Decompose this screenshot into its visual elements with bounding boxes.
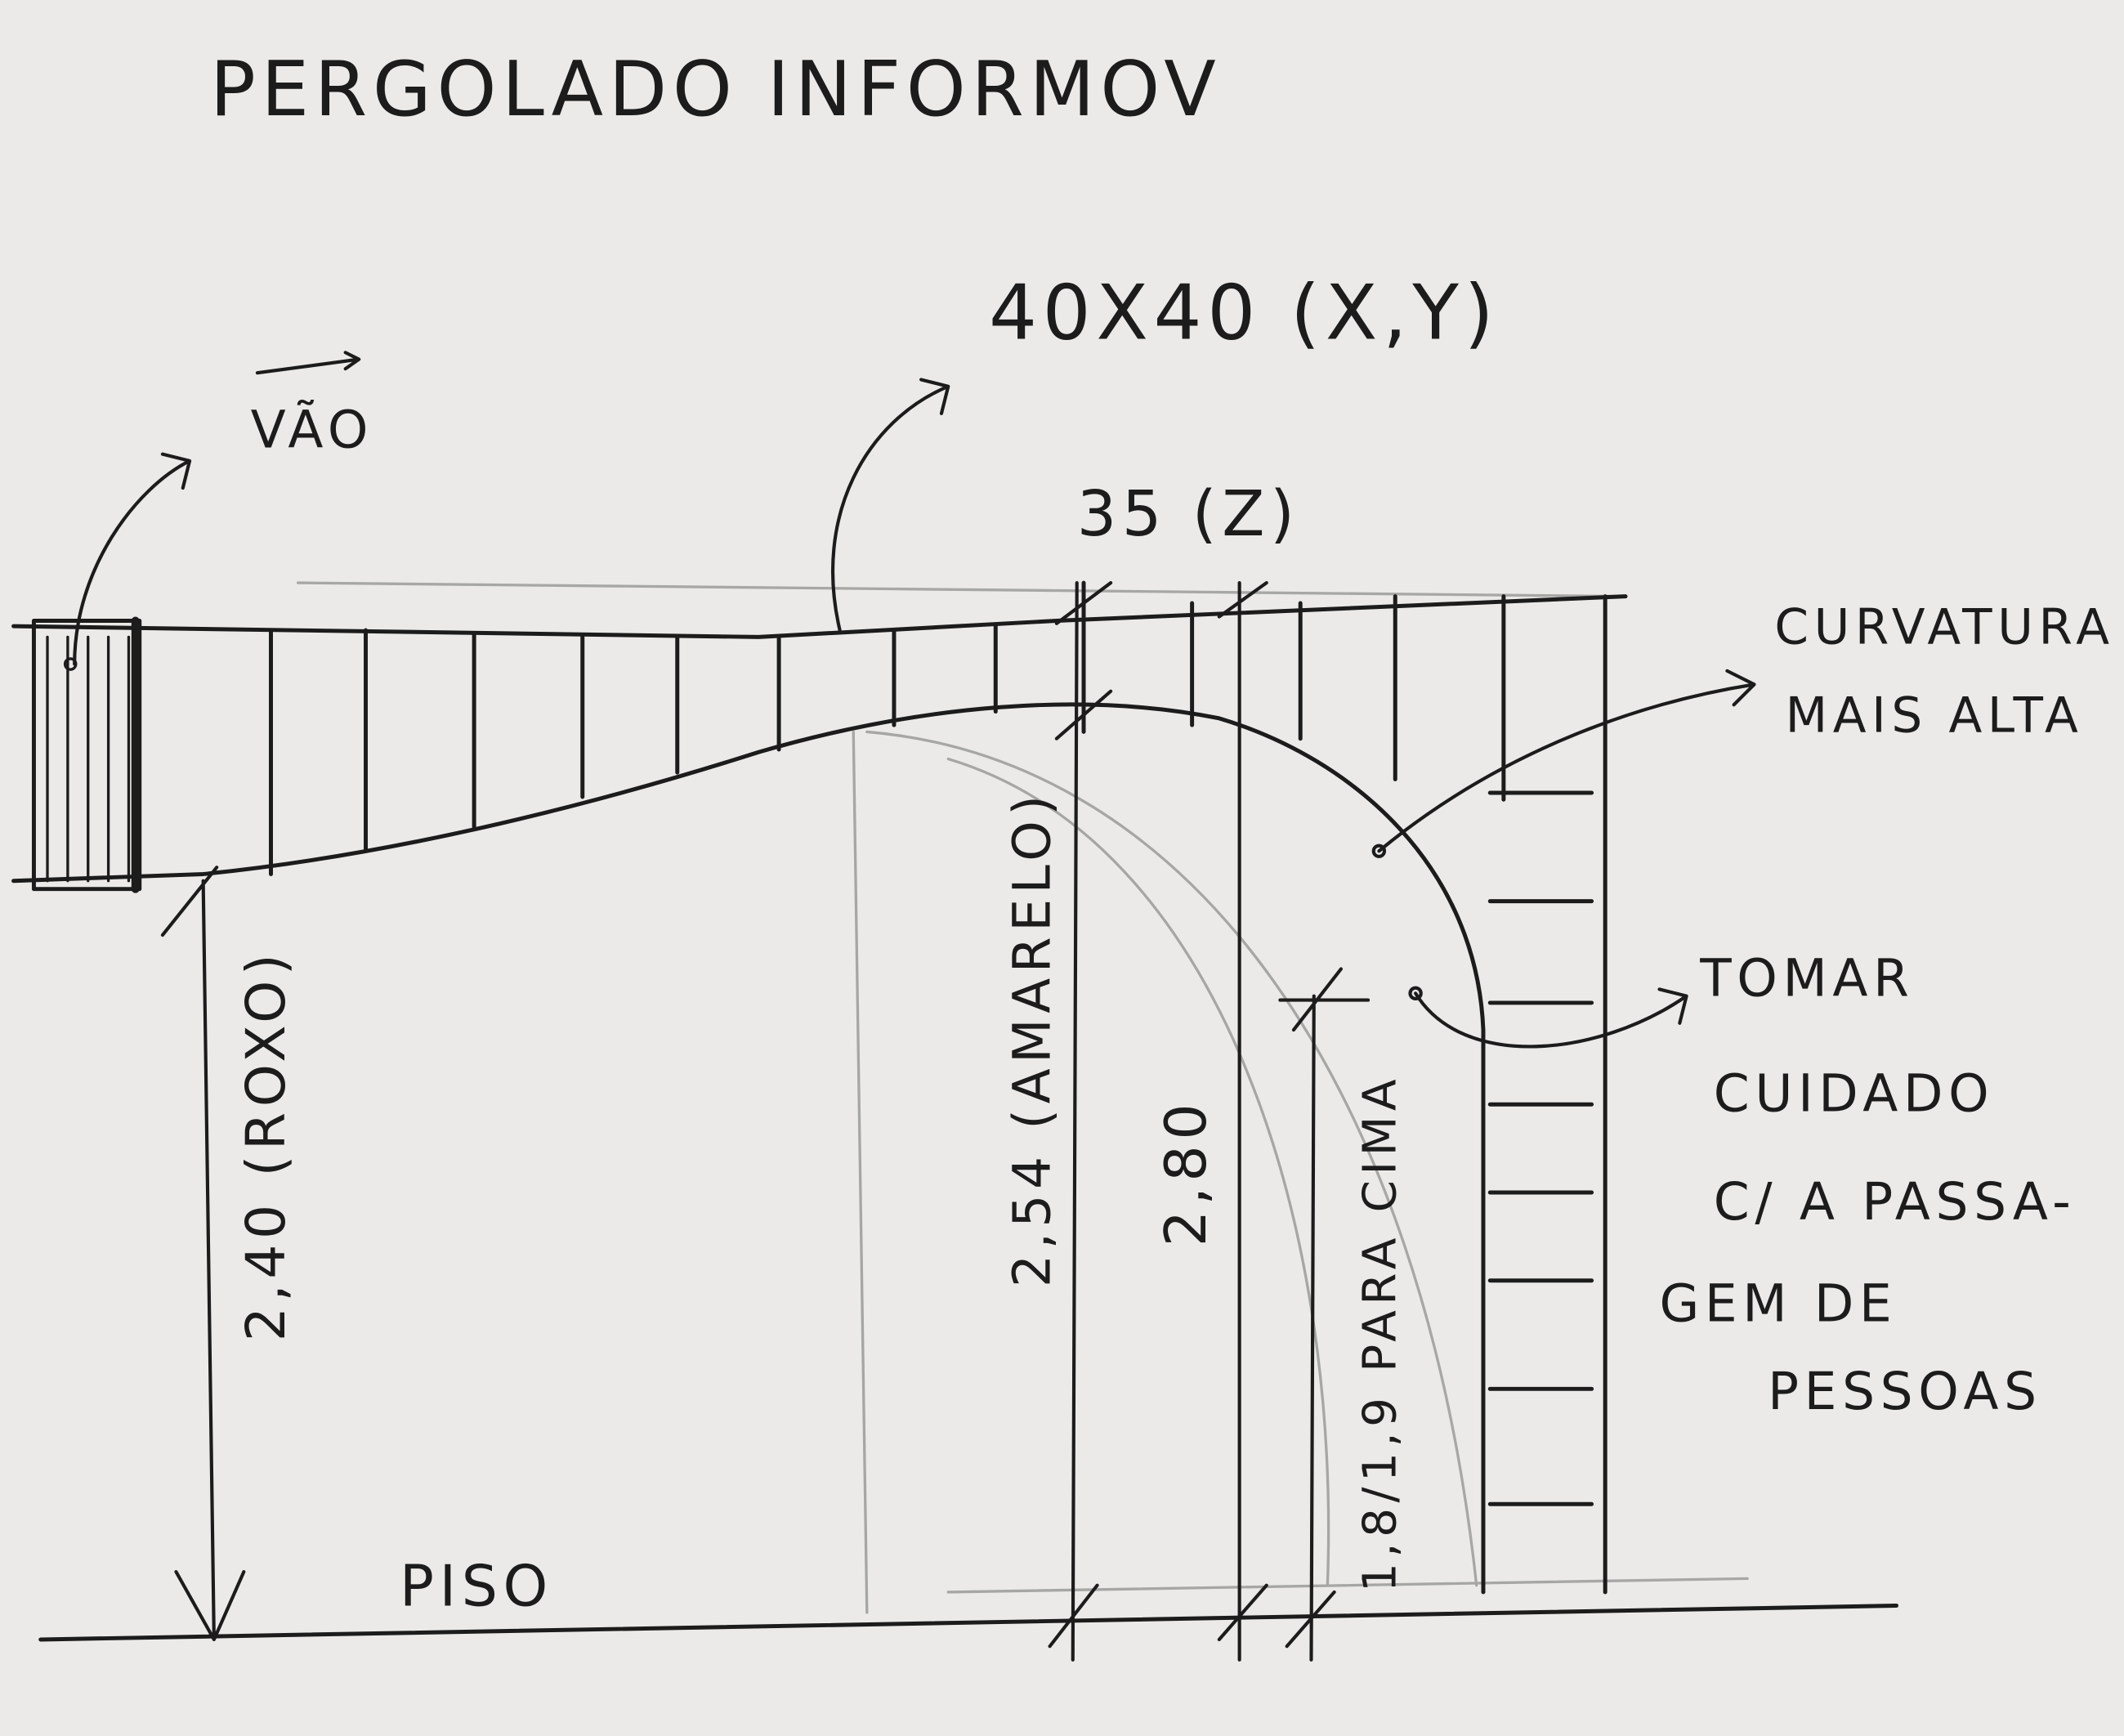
warning-line-2: CUIDADO: [1714, 1064, 1995, 1124]
warning-line-3: C/ A PASSA-: [1714, 1172, 2077, 1232]
pergola-beam: [11, 580, 1628, 1595]
sketch-title: PERGOLADO INFORMOV: [210, 45, 1222, 133]
floor-label: PISO: [400, 1554, 553, 1620]
curvature-label-2: MAIS ALTA: [1786, 687, 2084, 744]
warning-line-5: PESSOAS: [1768, 1362, 2042, 1421]
annotation-arrows: [73, 351, 1756, 1049]
span-label: VÃO: [251, 400, 373, 459]
depth-label: 35 (Z): [1077, 477, 1300, 550]
pencil-guides: [296, 581, 1749, 1614]
curvature-label-1: CURVATURA: [1774, 600, 2114, 656]
clearance-dimension: 1,8/1,9 PARA CIMA: [1353, 1074, 1406, 1592]
mid-height-dimension: 2,54 (AMARELO): [1003, 790, 1062, 1287]
section-label: 40X40 (X,Y): [989, 269, 1499, 357]
warning-line-1: TOMAR: [1699, 949, 1914, 1009]
left-height-dimension: 2,40 (ROXO): [234, 949, 297, 1342]
dimension-lines: [38, 581, 1899, 1662]
arrow-icon: [73, 452, 192, 666]
arrow-icon: [1377, 669, 1756, 853]
arrow-icon: [831, 378, 950, 633]
arrow-icon: [1414, 987, 1688, 1049]
top-height-dimension: 2,80: [1153, 1098, 1219, 1247]
warning-line-4: GEM DE: [1659, 1273, 1897, 1333]
left-post: [31, 616, 142, 893]
